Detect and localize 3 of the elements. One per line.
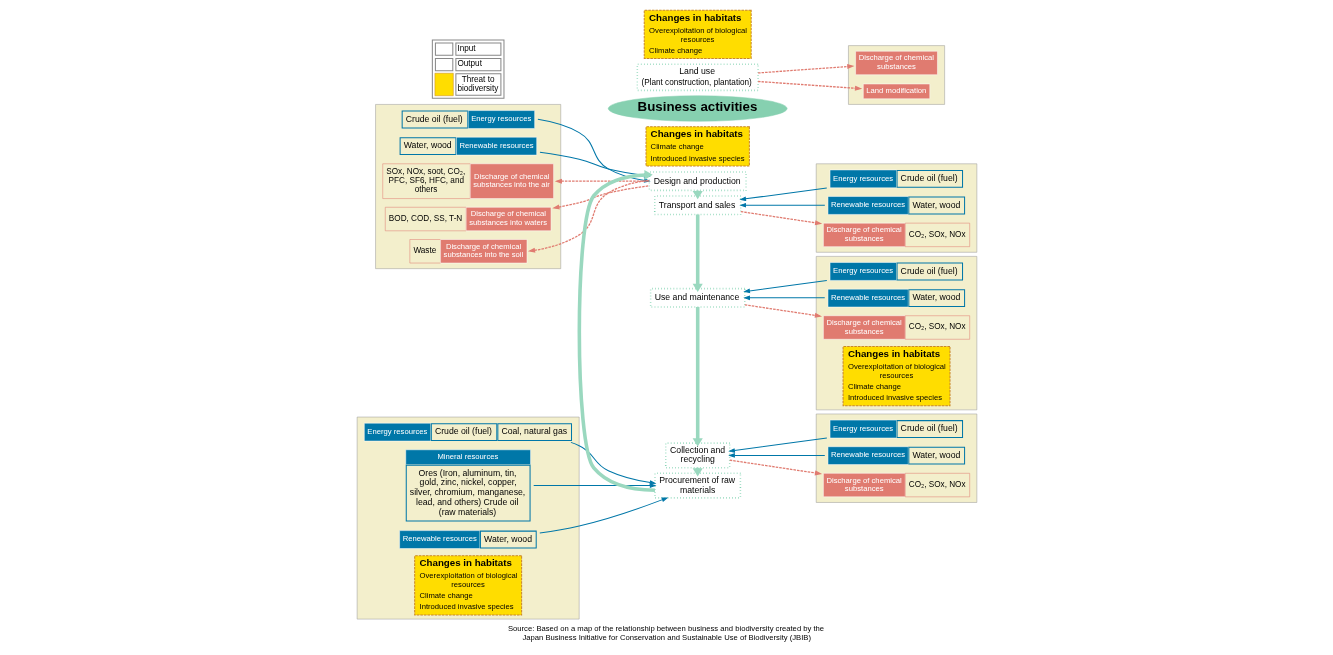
legend-label: Input <box>456 44 476 54</box>
legend-label: Output <box>456 59 482 69</box>
legend-label: Threat to biodiversity <box>456 74 498 94</box>
